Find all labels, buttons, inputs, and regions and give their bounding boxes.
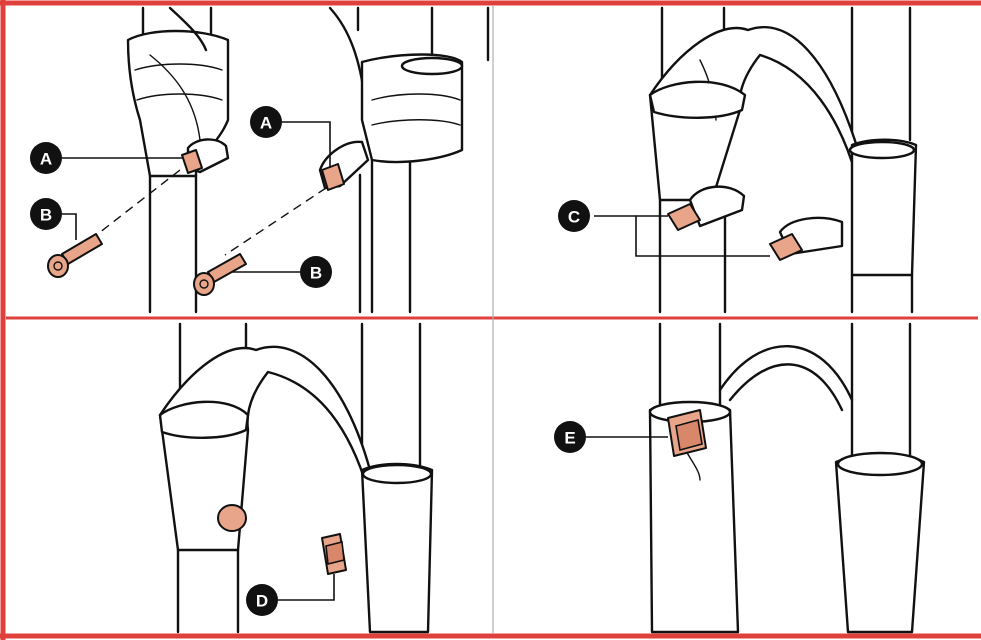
arch-cap-d: [158, 400, 250, 439]
callout-label: B: [310, 264, 322, 283]
arch-right-sweep: [328, 6, 367, 102]
callout-b-right: B: [300, 256, 332, 288]
bolt-c-left: [667, 203, 701, 231]
panel-bolt-removal: [47, 6, 490, 314]
lower-leg-right: [360, 53, 464, 164]
callout-badge: [300, 256, 332, 288]
seal-ring-c: [848, 140, 916, 160]
arch-sweep: [168, 6, 208, 52]
bolt-b-right: [193, 253, 247, 296]
alignment-line-left: [89, 169, 181, 241]
seal-ring-right: [400, 56, 464, 76]
bolt-b-left-head: [47, 254, 69, 278]
callout-badge: [558, 200, 590, 232]
callout-badge: [30, 142, 62, 174]
lower-leg-d-right: [360, 462, 434, 634]
alignment-line-right: [224, 187, 327, 256]
guide-face: [675, 418, 703, 452]
callout-a-right: A: [250, 106, 282, 138]
callout-badge: [30, 198, 62, 230]
callout-b-left: B: [30, 198, 62, 230]
leader-b-left: [56, 213, 77, 240]
bolt-a-left: [181, 149, 203, 174]
callout-c: C: [558, 200, 590, 232]
leg-ring-1: [134, 63, 223, 71]
callout-label: C: [568, 208, 580, 227]
callout-label: E: [564, 429, 575, 448]
callout-label: A: [40, 150, 52, 169]
callout-label: B: [40, 206, 52, 225]
leg-ring-2: [136, 93, 223, 101]
part-e-guide: [667, 409, 707, 457]
callout-badge: [554, 421, 586, 453]
hex-socket-icon: [199, 279, 209, 289]
lower-leg-c-right: [850, 138, 918, 277]
bolt-a-right: [321, 163, 345, 191]
seal-ring-d: [361, 463, 433, 485]
leg-ring-4: [371, 119, 461, 126]
fork-arch-d: [158, 345, 372, 552]
part-d-clip: [321, 533, 347, 575]
boss-c-left: [688, 185, 746, 228]
callout-e: E: [554, 421, 586, 453]
arch-cap-left: [648, 80, 747, 119]
bolt-b-left-shank: [61, 233, 103, 265]
leader-a-right: [282, 121, 331, 168]
panel-crown-guide: [586, 322, 926, 634]
callout-label: D: [256, 592, 268, 611]
panel-lower-leg-bolts: [594, 6, 918, 314]
arch-contour: [149, 54, 201, 141]
callout-a-left: A: [30, 142, 62, 174]
leg-ring-3: [371, 93, 461, 101]
lower-leg-e-right: [834, 453, 926, 634]
hex-socket-icon: [53, 261, 63, 271]
bolt-b-right-shank: [207, 253, 247, 283]
bolt-b-left: [47, 233, 103, 278]
bolt-c-right: [769, 233, 803, 261]
seal-ring-e2: [836, 451, 924, 477]
callout-badge: [250, 106, 282, 138]
arch-e-inner: [728, 363, 844, 412]
panel-crown-arch-bumper: [158, 322, 434, 634]
bolt-b-right-head: [193, 272, 215, 296]
clip-face: [325, 541, 345, 565]
callout-label: A: [260, 114, 272, 133]
callout-d: D: [246, 584, 278, 616]
arch-e: [718, 345, 854, 402]
bumper-plug: [217, 504, 247, 532]
leader-d: [278, 574, 335, 601]
callout-badge: [246, 584, 278, 616]
leader-c: [594, 215, 770, 257]
